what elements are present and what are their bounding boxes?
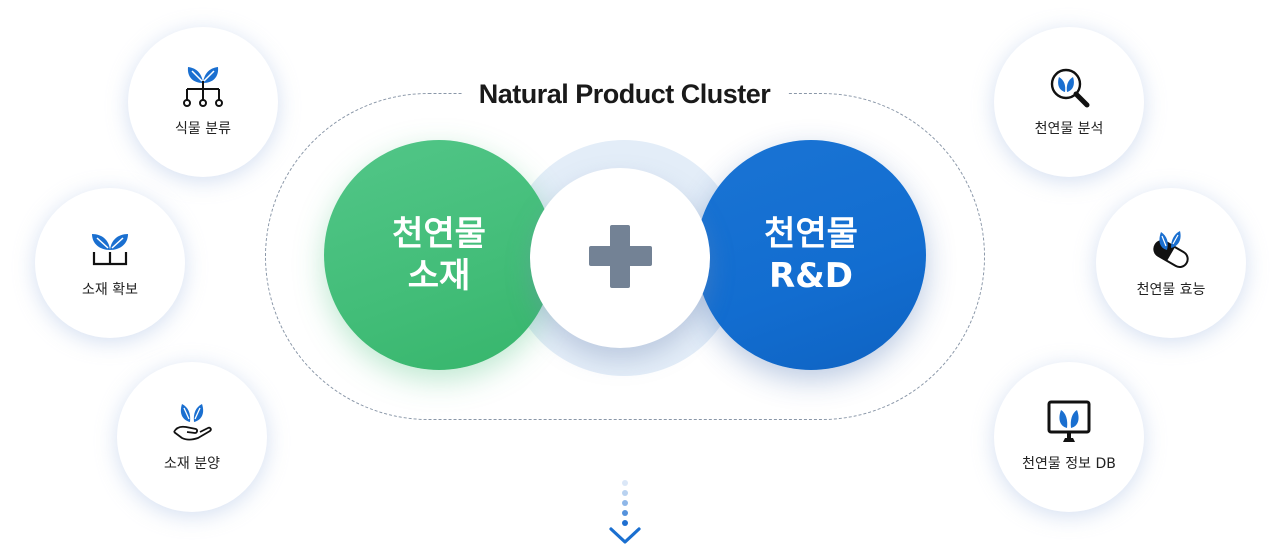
item-natural-analysis: 천연물 분석 bbox=[994, 27, 1144, 177]
chevron-down-icon bbox=[609, 527, 641, 544]
natural-rnd-line1: 천연물 bbox=[764, 214, 858, 254]
item-label: 소재 확보 bbox=[82, 282, 138, 298]
item-plant-classification: 식물 분류 bbox=[128, 27, 278, 177]
plant-tree-icon bbox=[183, 67, 223, 107]
item-natural-info-db: 천연물 정보 DB bbox=[994, 362, 1144, 512]
item-label: 소재 분양 bbox=[164, 456, 220, 472]
natural-rnd-circle: 천연물 R&D bbox=[696, 140, 926, 370]
monitor-leaf-icon bbox=[1047, 400, 1091, 442]
item-label: 식물 분류 bbox=[175, 121, 231, 137]
item-label: 천연물 분석 bbox=[1034, 121, 1104, 137]
arrow-dot bbox=[622, 480, 628, 486]
cluster-title: Natural Product Cluster bbox=[478, 78, 771, 109]
arrow-dot bbox=[622, 490, 628, 496]
natural-material-line2: 소재 bbox=[407, 256, 471, 296]
item-label: 천연물 정보 DB bbox=[1022, 456, 1116, 472]
natural-rnd-line2: R&D bbox=[768, 256, 854, 296]
item-material-distribution: 소재 분양 bbox=[117, 362, 267, 512]
item-label: 천연물 효능 bbox=[1136, 282, 1206, 298]
plus-icon-horizontal bbox=[589, 246, 652, 266]
plant-box-icon bbox=[92, 234, 128, 266]
arrow-dot bbox=[622, 520, 628, 526]
arrow-dot bbox=[622, 510, 628, 516]
item-material-acquisition: 소재 확보 bbox=[35, 188, 185, 338]
arrow-dot bbox=[622, 500, 628, 506]
capsule-leaf-icon bbox=[1153, 231, 1189, 268]
magnifier-leaf-icon bbox=[1050, 68, 1090, 108]
natural-material-line1: 천연물 bbox=[392, 214, 486, 254]
cluster-title-wrap: Natural Product Cluster bbox=[462, 72, 787, 116]
plant-hand-icon bbox=[173, 404, 212, 441]
natural-material-circle: 천연물 소재 bbox=[324, 140, 554, 370]
item-natural-efficacy: 천연물 효능 bbox=[1096, 188, 1246, 338]
